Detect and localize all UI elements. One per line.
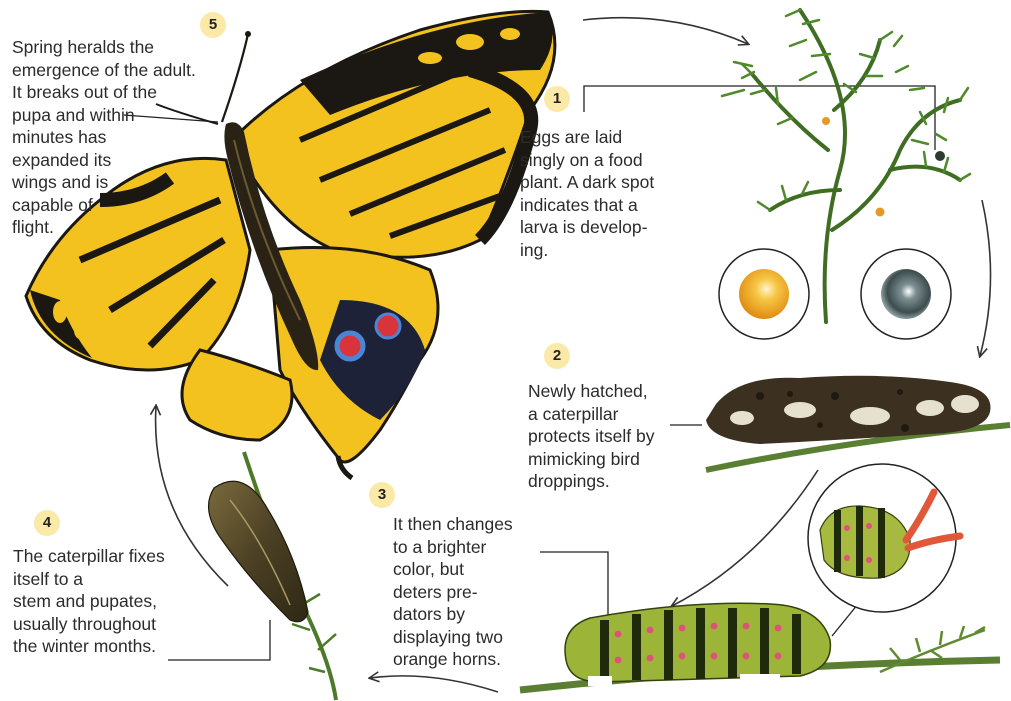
antenna — [222, 34, 248, 122]
egg-on-plant — [876, 208, 885, 217]
stage-1-number: 1 — [544, 86, 570, 112]
stage-1-caption: Eggs are laid singly on a food plant. A … — [520, 126, 695, 261]
magnifier-pointer — [832, 604, 858, 636]
stage-5-number: 5 — [200, 12, 226, 38]
stage-2-number: 2 — [544, 343, 570, 369]
arrow-eggs-to-larva — [980, 200, 991, 356]
arrow-caterpillar-to-pupa — [370, 676, 498, 692]
young-larva — [706, 376, 1010, 470]
magnified-horns — [808, 464, 960, 612]
eyespot — [376, 314, 400, 338]
stage-2-caption: Newly hatched, a caterpillar protects it… — [528, 380, 688, 493]
egg-on-plant — [822, 117, 830, 125]
hindwing-left — [182, 350, 292, 440]
stage-5-caption: Spring heralds the emergence of the adul… — [12, 36, 217, 239]
arrow-larva-to-caterpillar — [672, 470, 818, 606]
mature-caterpillar — [520, 603, 1000, 690]
eyespot — [337, 333, 363, 359]
caterpillar-pointer — [540, 552, 608, 618]
stage-4-caption: The caterpillar fixes itself to a stem a… — [13, 545, 213, 658]
pupa — [209, 452, 336, 700]
stage-3-caption: It then changes to a brighter color, but… — [393, 513, 543, 671]
dark-egg-on-plant — [935, 151, 945, 161]
stage-3-number: 3 — [369, 482, 395, 508]
stage-4-number: 4 — [34, 510, 60, 536]
magnified-eggs — [719, 249, 951, 339]
arrow-adult-to-eggs — [583, 18, 748, 44]
